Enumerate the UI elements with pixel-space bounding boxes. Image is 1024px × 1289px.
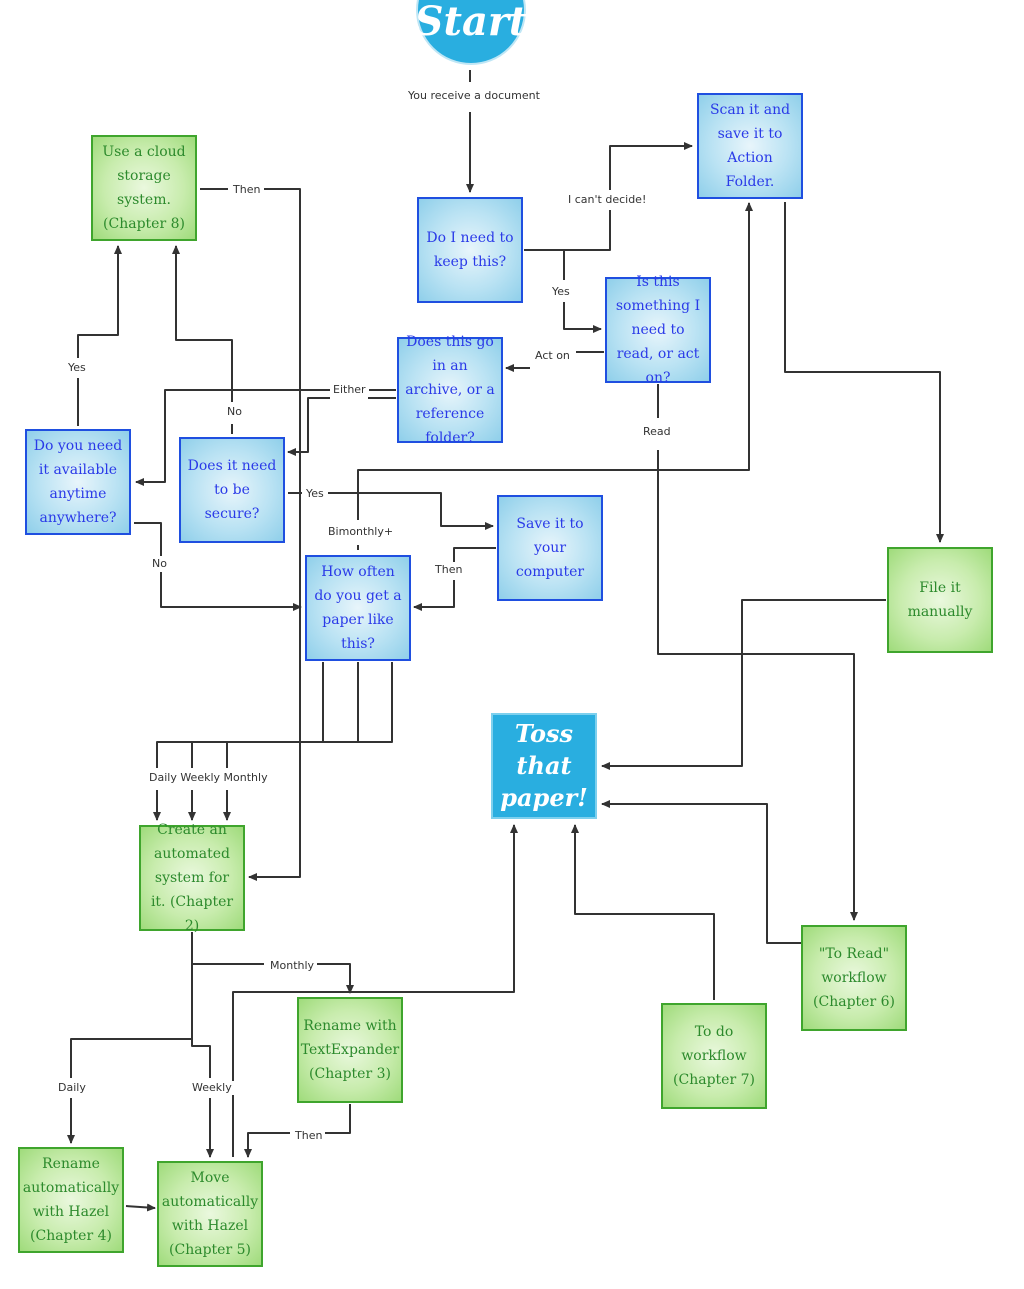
node-save-computer-text: Save it to your computer	[515, 516, 585, 580]
node-to-read: "To Read" workflow (Chapter 6)	[801, 925, 907, 1031]
edge-move-toss	[232, 824, 518, 1157]
node-archive-text: Does this go in an archive, or a referen…	[405, 334, 495, 446]
edge-save-howoften	[414, 547, 496, 607]
edge-create-movehazel	[191, 1039, 210, 1157]
edge-readact-archive	[506, 351, 604, 368]
label-daily: Daily	[55, 1081, 89, 1095]
label-then-cloud: Then	[230, 183, 264, 197]
edge-keep-readact	[563, 250, 601, 329]
label-receive: You receive a document	[405, 89, 543, 103]
start-node: Start	[414, 0, 528, 65]
edge-todo-toss	[571, 824, 715, 1000]
edge-readact-toread	[657, 384, 854, 920]
edge-archive-available	[136, 389, 396, 482]
node-toss: Toss that paper!	[491, 713, 597, 819]
edge-toread-toss	[601, 800, 801, 944]
edge-renamehazel-move	[125, 1203, 156, 1212]
start-label: Start	[414, 0, 528, 45]
node-toss-text: Toss that paper!	[500, 719, 588, 812]
edge-scan-file	[784, 202, 944, 543]
node-how-often-text: How often do you get a paper like this?	[314, 564, 402, 652]
node-create-system: Create an automated system for it. (Chap…	[139, 822, 245, 934]
edge-renamete-move	[248, 1104, 351, 1157]
label-read: Read	[640, 425, 674, 439]
edge-cloud-create	[200, 188, 301, 877]
label-frequencies: Daily Weekly Monthly	[146, 771, 271, 785]
label-weekly: Weekly	[189, 1081, 235, 1095]
node-how-often: How often do you get a paper like this?	[305, 555, 411, 661]
label-no-available: No	[149, 557, 170, 571]
node-scan-text: Scan it and save it to Action Folder.	[709, 102, 791, 190]
node-move-hazel-text: Move automatically with Hazel (Chapter 5…	[161, 1170, 259, 1258]
edge-howoften-scan	[357, 203, 749, 550]
node-archive: Does this go in an archive, or a referen…	[397, 334, 503, 446]
node-read-or-act-text: Is this something I need to read, or act…	[615, 274, 701, 386]
label-cant-decide: I can't decide!	[565, 193, 650, 207]
edge-archive-secure	[288, 397, 396, 452]
edge-file-toss	[601, 599, 886, 770]
node-file-manually: File it manually	[887, 547, 993, 653]
edge-keep-scan	[524, 146, 692, 251]
edge-howoften-create-monthly	[227, 662, 393, 820]
label-no-secure: No	[224, 405, 245, 419]
label-yes-available: Yes	[65, 361, 89, 375]
node-read-or-act: Is this something I need to read, or act…	[605, 274, 711, 386]
node-keep: Do I need to keep this?	[417, 197, 523, 303]
node-file-manually-text: File it manually	[907, 580, 973, 620]
node-rename-textexpander-text: Rename with TextExpander (Chapter 3)	[300, 1018, 400, 1082]
edge-available-cloud	[77, 246, 118, 426]
node-available: Do you need it available anytime anywher…	[25, 429, 131, 535]
node-todo: To do workflow (Chapter 7)	[661, 1003, 767, 1109]
edge-secure-save	[288, 492, 493, 526]
label-bimonthly: Bimonthly+	[325, 525, 397, 539]
label-yes-keep: Yes	[549, 285, 573, 299]
label-yes-secure: Yes	[303, 487, 327, 501]
node-rename-textexpander: Rename with TextExpander (Chapter 3)	[297, 997, 403, 1103]
node-save-computer: Save it to your computer	[497, 495, 603, 601]
label-then-save: Then	[432, 563, 466, 577]
node-scan: Scan it and save it to Action Folder.	[697, 93, 803, 199]
node-rename-hazel: Rename automatically with Hazel (Chapter…	[18, 1147, 124, 1253]
node-to-read-text: "To Read" workflow (Chapter 6)	[813, 946, 895, 1010]
edge-secure-cloud	[176, 246, 233, 434]
node-secure: Does it need to be secure?	[179, 437, 285, 543]
label-either: Either	[330, 383, 369, 397]
edge-create-renamehazel	[71, 964, 193, 1143]
label-monthly: Monthly	[267, 959, 318, 973]
edge-available-howoften	[134, 522, 301, 607]
node-available-text: Do you need it available anytime anywher…	[33, 438, 123, 526]
node-create-system-text: Create an automated system for it. (Chap…	[150, 822, 234, 934]
node-keep-text: Do I need to keep this?	[426, 230, 514, 270]
node-move-hazel: Move automatically with Hazel (Chapter 5…	[157, 1161, 263, 1267]
node-rename-hazel-text: Rename automatically with Hazel (Chapter…	[22, 1156, 120, 1244]
label-act-on: Act on	[532, 349, 573, 363]
node-secure-text: Does it need to be secure?	[187, 458, 277, 522]
node-cloud: Use a cloud storage system. (Chapter 8)	[91, 135, 197, 241]
label-then-textexpander: Then	[292, 1129, 326, 1143]
node-todo-text: To do workflow (Chapter 7)	[673, 1024, 755, 1088]
node-cloud-text: Use a cloud storage system. (Chapter 8)	[102, 144, 186, 232]
